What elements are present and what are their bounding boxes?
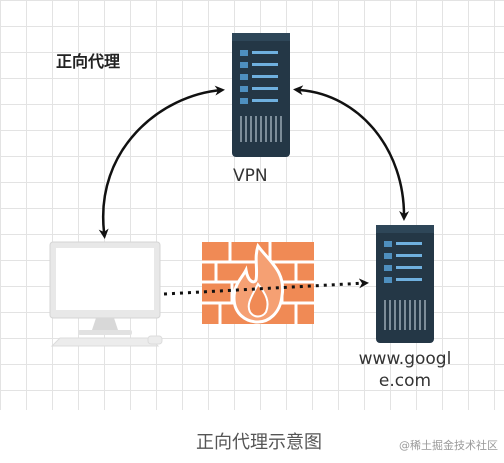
google-label-line2: e.com: [378, 371, 432, 391]
figure-caption: 正向代理示意图: [196, 432, 322, 453]
diagram-graphics: [49, 33, 434, 347]
vpn-server-icon: [232, 33, 290, 157]
watermark: @稀土掘金技术社区: [399, 439, 498, 452]
arrow-vpn-google: [293, 85, 410, 221]
vpn-label: VPN: [233, 166, 268, 186]
arrow-blocked-direct: [163, 278, 369, 296]
diagram-canvas: 正向代理 VPN www.googl e.com: [0, 0, 504, 410]
google-label-line1: www.googl: [358, 349, 452, 369]
computer-icon: [49, 241, 163, 347]
firewall-icon: [202, 242, 314, 324]
diagram-title: 正向代理: [56, 52, 121, 71]
google-label: www.googl e.com: [350, 348, 460, 392]
google-server-icon: [376, 225, 434, 343]
arrow-computer-vpn: [98, 85, 225, 239]
